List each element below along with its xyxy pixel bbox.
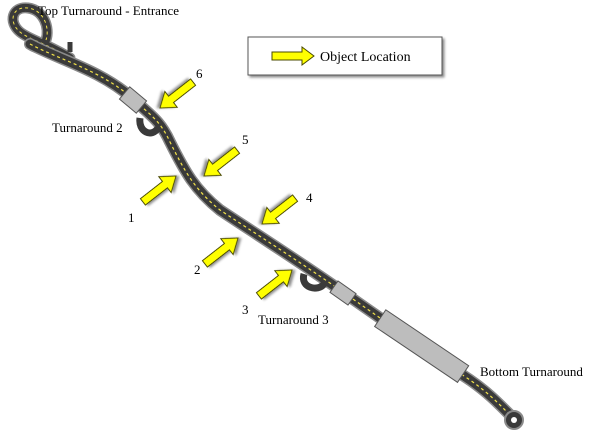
marker-2: 2 bbox=[194, 262, 201, 277]
turnaround-3-label: Turnaround 3 bbox=[258, 312, 329, 327]
legend-label: Object Location bbox=[320, 50, 411, 65]
arrow-1 bbox=[139, 175, 177, 206]
top-turnaround-label: Top Turnaround - Entrance bbox=[38, 3, 179, 18]
object-arrows bbox=[139, 78, 299, 300]
bridges bbox=[118, 86, 470, 384]
marker-3: 3 bbox=[242, 302, 249, 317]
marker-5: 5 bbox=[242, 132, 249, 147]
marker-4: 4 bbox=[306, 190, 313, 205]
arrow-4 bbox=[261, 194, 299, 225]
bridge-middle bbox=[329, 280, 357, 306]
marker-1: 1 bbox=[128, 210, 135, 225]
turnaround-2-label: Turnaround 2 bbox=[52, 120, 123, 135]
arrow-2 bbox=[201, 237, 239, 268]
legend-arrow-icon bbox=[271, 46, 315, 66]
arrow-3 bbox=[255, 269, 293, 300]
bottom-turnaround-label: Bottom Turnaround bbox=[480, 364, 583, 379]
turnaround-2-bump bbox=[136, 117, 161, 137]
bridge-long bbox=[373, 309, 470, 384]
place-labels: Top Turnaround - Entrance Turnaround 2 T… bbox=[38, 3, 583, 379]
bridge-top bbox=[118, 86, 148, 114]
arrow-5 bbox=[203, 146, 241, 177]
legend: Object Location bbox=[247, 36, 443, 76]
arrow-6 bbox=[159, 78, 197, 109]
turnaround-3-bump bbox=[299, 273, 327, 292]
marker-numbers: 1 2 3 4 5 6 bbox=[128, 66, 313, 317]
marker-6: 6 bbox=[196, 66, 203, 81]
